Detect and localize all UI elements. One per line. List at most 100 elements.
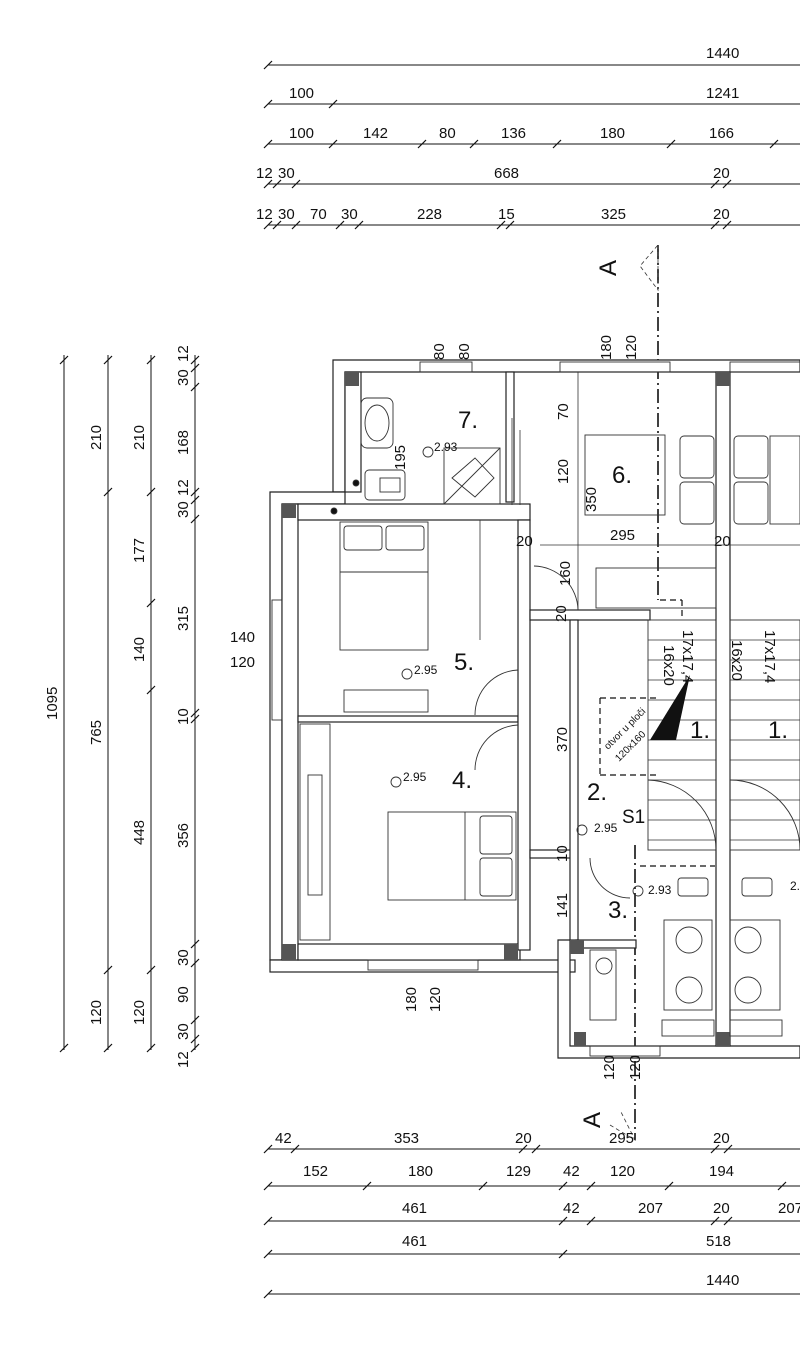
corridor-area: 160 20 370 10 141 2. 2.95 3. 2.93 2.9 12… bbox=[533, 561, 800, 1080]
room-5-bedroom: 5. 2.95 140 120 bbox=[230, 520, 519, 716]
left-dim: 30 bbox=[175, 501, 192, 518]
section-marker-top: A bbox=[595, 260, 622, 276]
left-dim: 12 bbox=[175, 479, 192, 496]
dim-120: 120 bbox=[555, 459, 572, 484]
top-dim-total: 1440 bbox=[706, 45, 739, 62]
bottom-dim: 461 bbox=[402, 1233, 427, 1250]
top-dim: 180 bbox=[600, 125, 625, 142]
top-dim: 228 bbox=[417, 206, 442, 223]
bottom-dim: 461 bbox=[402, 1200, 427, 1217]
room-3-level: 2.93 bbox=[648, 883, 672, 897]
window-dim: 180 bbox=[598, 335, 615, 360]
left-dim: 30 bbox=[175, 949, 192, 966]
bottom-dim-total: 1440 bbox=[706, 1272, 739, 1289]
left-dim: 448 bbox=[131, 820, 148, 845]
room-2-level: 2.95 bbox=[594, 821, 618, 835]
top-dim: 30 bbox=[278, 165, 295, 182]
left-dim: 140 bbox=[131, 637, 148, 662]
left-dim: 12 bbox=[175, 345, 192, 362]
top-dim: 20 bbox=[713, 206, 730, 223]
stair-label-1: 17x17,4 bbox=[679, 630, 696, 683]
bottom-dim: 42 bbox=[275, 1130, 292, 1147]
stair-label-3: 17x17,4 bbox=[761, 630, 778, 683]
bottom-dim: 295 bbox=[609, 1130, 634, 1147]
window-dim: 120 bbox=[427, 987, 444, 1012]
bottom-dim: 129 bbox=[506, 1163, 531, 1180]
room-3-level-b: 2.9 bbox=[790, 879, 800, 893]
left-dim: 90 bbox=[175, 986, 192, 1003]
top-dim: 136 bbox=[501, 125, 526, 142]
bottom-dim: 20 bbox=[515, 1130, 532, 1147]
room-4-bedroom: 4. 2.95 180 120 bbox=[299, 723, 519, 1012]
bottom-dim: 180 bbox=[408, 1163, 433, 1180]
top-dim: 142 bbox=[363, 125, 388, 142]
top-dim: 70 bbox=[310, 206, 327, 223]
bottom-dim: 20 bbox=[713, 1130, 730, 1147]
room-7-level: 2.93 bbox=[434, 440, 458, 454]
window-dim: 120 bbox=[627, 1055, 644, 1080]
top-dim: 20 bbox=[713, 165, 730, 182]
top-dim: 668 bbox=[494, 165, 519, 182]
top-dim: 1241 bbox=[706, 85, 739, 102]
top-dim: 80 bbox=[439, 125, 456, 142]
bottom-dim: 20 bbox=[713, 1200, 730, 1217]
section-line-a: A A bbox=[579, 243, 715, 1142]
dim-350: 350 bbox=[583, 487, 600, 512]
left-dim-total: 1095 bbox=[44, 687, 61, 720]
left-dim: 210 bbox=[88, 425, 105, 450]
section-marker-bottom: A bbox=[579, 1112, 606, 1128]
window-dim: 80 bbox=[431, 343, 448, 360]
room-4-label: 4. bbox=[452, 767, 472, 794]
left-dim: 120 bbox=[131, 1000, 148, 1025]
top-dim: 30 bbox=[278, 206, 295, 223]
bottom-dim: 207 bbox=[778, 1200, 800, 1217]
dim-295: 295 bbox=[610, 527, 635, 544]
dim-370: 370 bbox=[554, 727, 571, 752]
left-dimension-chains: 1095 210 765 120 210 177 140 448 120 12 … bbox=[44, 345, 200, 1068]
room-1-label: 1. bbox=[690, 717, 710, 744]
top-dimension-chains: 1440 100 1241 100 142 80 136 180 166 12 … bbox=[256, 45, 800, 230]
top-dim: 12 bbox=[256, 165, 273, 182]
room-7-bathroom: 7. 2.93 195 80 80 bbox=[330, 343, 521, 515]
stair-label-2: 16x20 bbox=[660, 645, 677, 686]
window-dim: 120 bbox=[601, 1055, 618, 1080]
dim-20: 20 bbox=[553, 605, 570, 622]
dim-20: 20 bbox=[714, 533, 731, 550]
bottom-dim: 120 bbox=[610, 1163, 635, 1180]
window-dim: 180 bbox=[403, 987, 420, 1012]
bottom-dim: 518 bbox=[706, 1233, 731, 1250]
top-dim: 12 bbox=[256, 206, 273, 223]
top-dim: 166 bbox=[709, 125, 734, 142]
room-6: 6. 180 120 70 120 350 295 20 20 bbox=[516, 335, 800, 610]
bottom-dimension-chains: 42 353 20 295 20 152 180 129 42 120 194 … bbox=[263, 1130, 800, 1299]
top-dim: 325 bbox=[601, 206, 626, 223]
staircase: 17x17,4 16x20 17x17,4 16x20 S1 otvor u p… bbox=[599, 619, 800, 851]
window-dim: 140 bbox=[230, 629, 255, 646]
window-dim: 120 bbox=[230, 654, 255, 671]
bottom-dim: 152 bbox=[303, 1163, 328, 1180]
room-4-level: 2.95 bbox=[403, 770, 427, 784]
bottom-dim: 42 bbox=[563, 1163, 580, 1180]
room-7-label: 7. bbox=[458, 407, 478, 434]
top-dim: 100 bbox=[289, 125, 314, 142]
bottom-dim: 42 bbox=[563, 1200, 580, 1217]
bottom-dim: 353 bbox=[394, 1130, 419, 1147]
room-1-label-b: 1. bbox=[768, 717, 788, 744]
left-dim: 315 bbox=[175, 606, 192, 631]
room-5-level: 2.95 bbox=[414, 663, 438, 677]
left-dim: 210 bbox=[131, 425, 148, 450]
building-walls bbox=[269, 359, 800, 1059]
top-dim: 30 bbox=[341, 206, 358, 223]
room-5-label: 5. bbox=[454, 649, 474, 676]
dim-10: 10 bbox=[554, 845, 571, 862]
left-dim: 356 bbox=[175, 823, 192, 848]
left-dim: 765 bbox=[88, 720, 105, 745]
stair-label-4: 16x20 bbox=[728, 640, 745, 681]
bottom-dim: 194 bbox=[709, 1163, 734, 1180]
dim-141: 141 bbox=[554, 893, 571, 918]
room-3-label: 3. bbox=[608, 897, 628, 924]
dim-70: 70 bbox=[555, 403, 572, 420]
left-dim: 12 bbox=[175, 1051, 192, 1068]
room-6-label: 6. bbox=[612, 462, 632, 489]
window-dim: 120 bbox=[623, 335, 640, 360]
